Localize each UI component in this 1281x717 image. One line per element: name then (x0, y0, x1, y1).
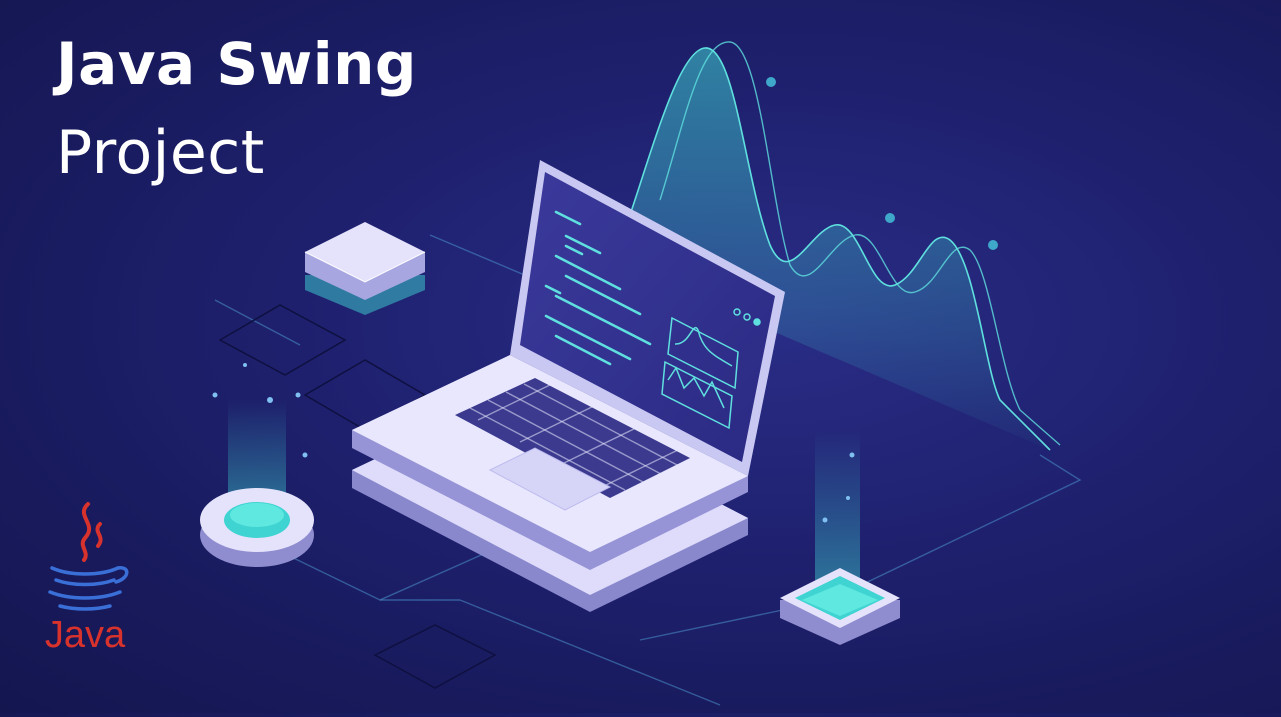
wave-chart (629, 41, 1061, 451)
banner-title: Java Swing (56, 30, 417, 98)
square-cup-right (780, 430, 900, 645)
square-block-top (304, 222, 426, 315)
floor-tiles (218, 304, 497, 689)
java-wordmark: Java (44, 614, 126, 656)
keyboard (455, 378, 690, 498)
ring-pedestal (200, 363, 314, 567)
java-coffee-cup-icon (48, 502, 129, 611)
code-lines (544, 210, 652, 366)
banner-subtitle: Project (56, 118, 265, 188)
java-logo: Java (30, 496, 140, 666)
screen-widgets (661, 308, 761, 430)
laptop (352, 160, 785, 612)
